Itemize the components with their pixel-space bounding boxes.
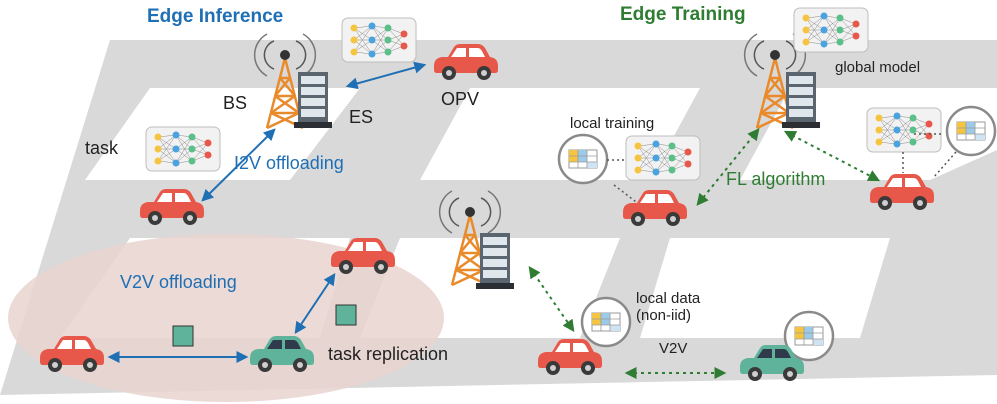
neural-network-icon — [866, 107, 942, 153]
neural-network-icon — [145, 126, 221, 172]
data-block-icon — [172, 325, 194, 347]
local-data-icon — [945, 105, 997, 157]
data-block-icon — [335, 304, 357, 326]
local-data-label: local data — [636, 290, 701, 307]
edge-training-title: Edge Training — [620, 4, 746, 25]
edge-server-icon — [476, 233, 514, 289]
global-model-label: global model — [835, 59, 921, 76]
local-data-icon — [557, 133, 609, 185]
neural-network-icon — [625, 135, 701, 181]
non-iid-label: (non-iid) — [636, 307, 692, 324]
data-connectors — [607, 133, 957, 206]
i2v-offloading-label: I2V offloading — [234, 153, 344, 173]
neural-network-icon — [341, 17, 417, 63]
inference-links — [107, 61, 427, 363]
neural-network-icon — [793, 7, 869, 53]
es-label: ES — [349, 107, 374, 127]
edge-inference-title: Edge Inference — [147, 6, 284, 27]
task-replication-label: task replication — [328, 344, 449, 364]
edge-server-icon — [782, 72, 820, 128]
bs-label: BS — [223, 93, 248, 113]
local-training-label: local training — [570, 115, 655, 132]
task-label: task — [85, 138, 119, 158]
edge-server-icon — [294, 72, 332, 128]
training-links — [528, 128, 881, 379]
v2v-offloading-label: V2V offloading — [120, 272, 237, 292]
local-data-icon — [580, 296, 632, 348]
opv-label: OPV — [441, 89, 480, 109]
fl-algorithm-label: FL algorithm — [726, 169, 826, 189]
v2v-label: V2V — [659, 340, 688, 357]
